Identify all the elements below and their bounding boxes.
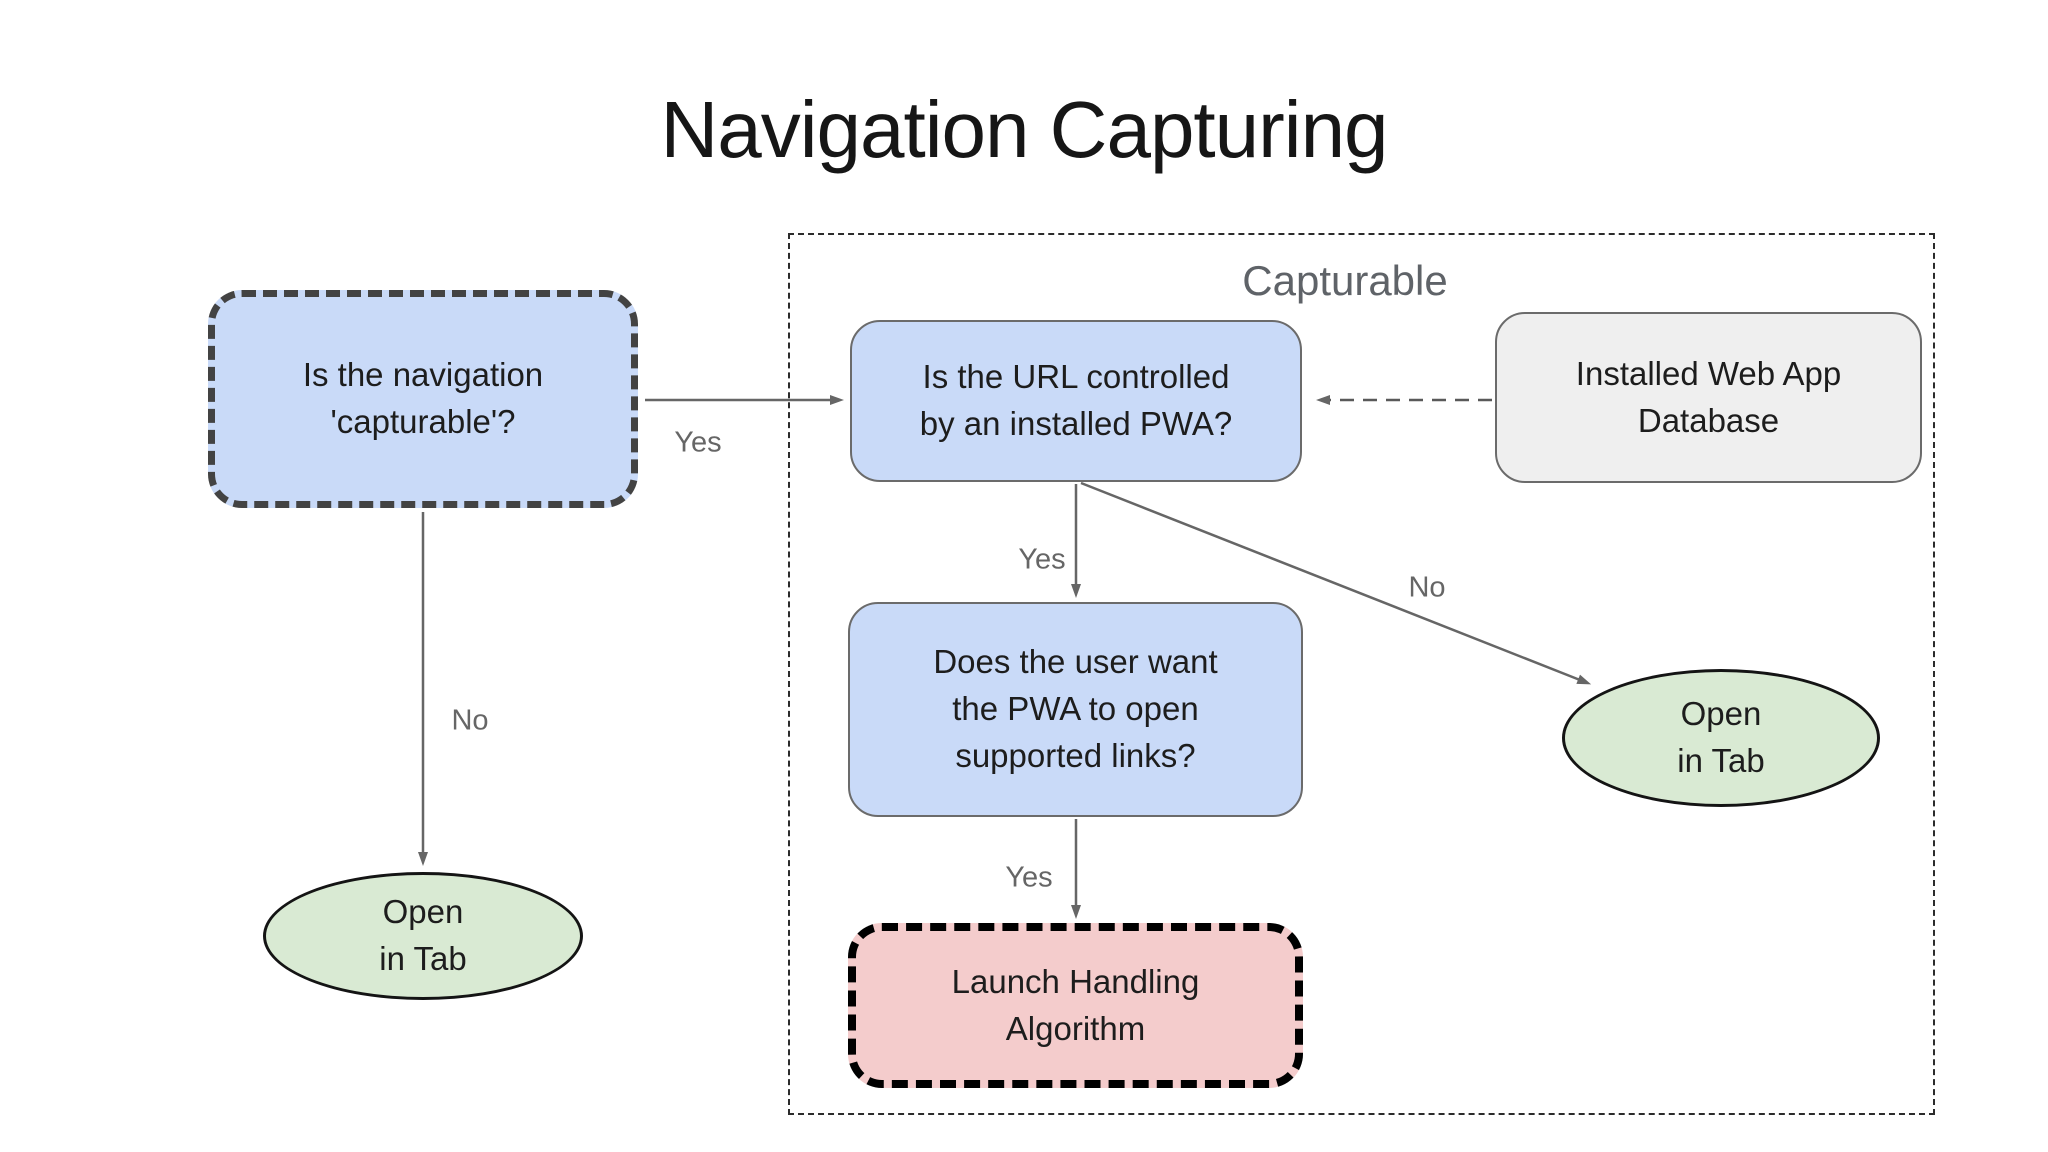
terminal-open-in-tab-left: Open in Tab [263,872,583,1000]
node-installed-web-app-database: Installed Web App Database [1495,312,1922,483]
node-is-navigation-capturable: Is the navigation 'capturable'? [208,290,638,508]
edge-label-want-yes: Yes [1005,861,1053,894]
diagram-title: Navigation Capturing [660,85,1388,174]
terminal-open-in-tab-right: Open in Tab [1562,669,1880,807]
group-capturable-label: Capturable [1242,257,1448,304]
edge-label-start-no: No [451,704,489,737]
node-is-url-controlled-by-pwa: Is the URL controlled by an installed PW… [850,320,1302,482]
node-does-user-want-pwa-links: Does the user want the PWA to open suppo… [848,602,1303,817]
node-launch-handling-algorithm: Launch Handling Algorithm [848,923,1303,1088]
group-capturable [788,233,1935,1115]
edge-label-url-yes: Yes [1018,543,1066,576]
edge-label-url-no: No [1408,571,1446,604]
edge-label-start-yes: Yes [674,426,722,459]
